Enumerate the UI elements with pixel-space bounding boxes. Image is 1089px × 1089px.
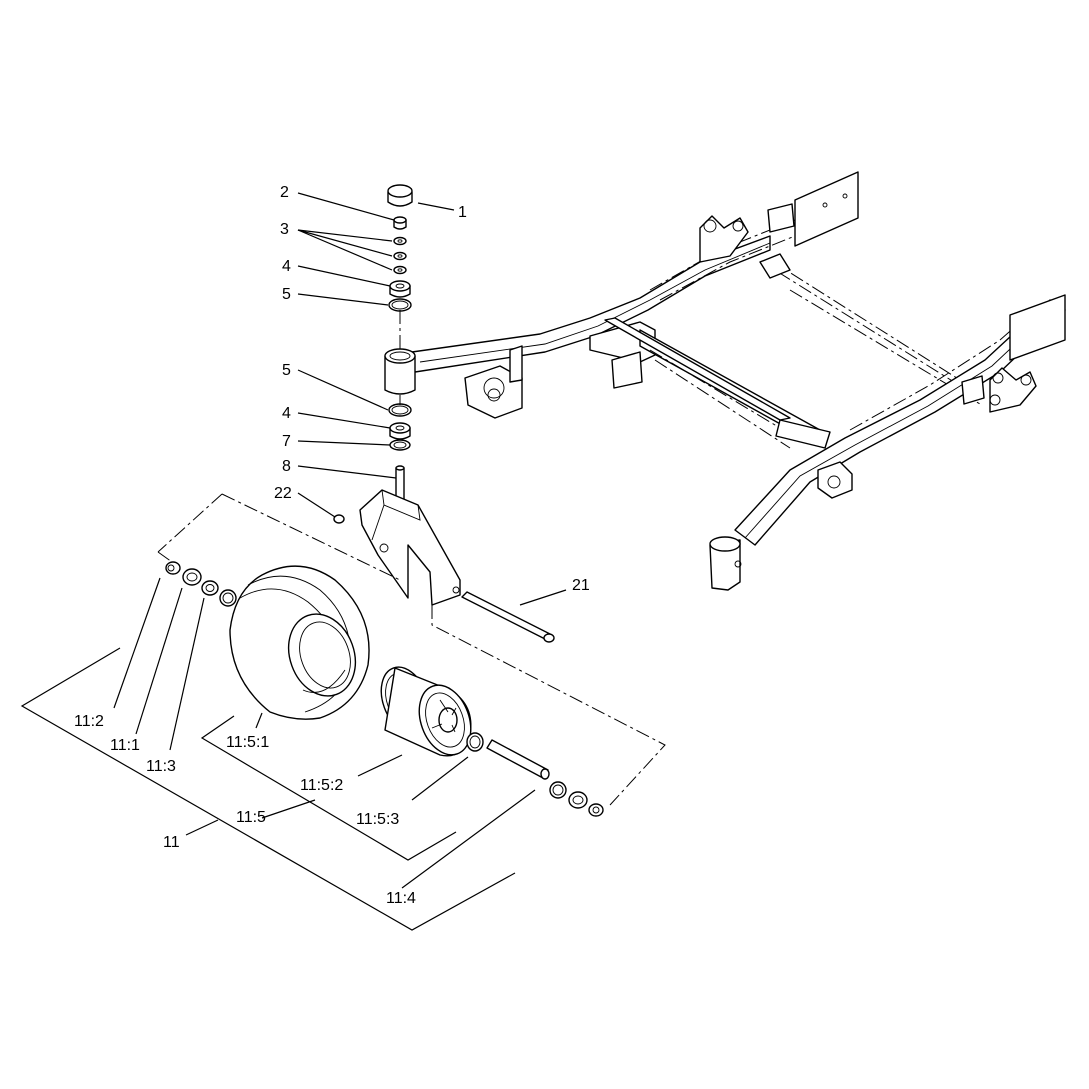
caster-stack [333, 184, 555, 643]
wheel-bearing-left [182, 568, 202, 586]
mower-frame [411, 171, 1066, 591]
wheel-seal-left [201, 580, 219, 596]
race-upper [388, 298, 412, 312]
assembly-centerlines [157, 310, 666, 806]
callout-11-3: 11:3 [146, 758, 176, 775]
caster-housing [384, 348, 416, 395]
race-lower [388, 403, 412, 417]
washers [393, 236, 407, 275]
seal [389, 439, 411, 451]
wheel-assembly [165, 561, 604, 817]
callout-7: 7 [282, 433, 291, 450]
callout-4-lower: 4 [282, 405, 291, 422]
leader-lines [20, 192, 567, 931]
callout-11-5: 11:5 [236, 809, 266, 826]
callout-11-5-1: 11:5:1 [226, 734, 269, 751]
wheel-rim [380, 666, 472, 757]
dust-cap [387, 184, 413, 207]
callout-1: 1 [458, 204, 467, 221]
tire [229, 565, 370, 720]
hub-bearing [466, 732, 484, 752]
callout-3: 3 [280, 221, 289, 238]
callout-5-lower: 5 [282, 362, 291, 379]
caster-fork [359, 465, 461, 606]
callout-11-5-2: 11:5:2 [300, 777, 343, 794]
callout-11-4: 11:4 [386, 890, 416, 907]
callout-8: 8 [282, 458, 291, 475]
seal-right [588, 803, 604, 817]
callout-labels: 1 2 3 4 5 5 4 7 8 22 21 11:2 11:1 11:3 1… [74, 184, 590, 907]
callout-2: 2 [280, 184, 289, 201]
callout-22: 22 [274, 485, 292, 502]
callout-4-upper: 4 [282, 258, 291, 275]
callout-21: 21 [572, 577, 590, 594]
bearing-upper [389, 280, 411, 298]
callout-5-upper: 5 [282, 286, 291, 303]
callout-11-5-3: 11:5:3 [356, 811, 399, 828]
callout-11: 11 [163, 834, 180, 851]
grease-fitting [333, 514, 345, 524]
bearing-cup-left [219, 589, 237, 607]
axle-spacer-tube [486, 739, 550, 780]
spacer-right [549, 781, 567, 799]
callout-11-1: 11:1 [110, 737, 140, 754]
axle-bolt [461, 591, 555, 643]
bearing-lower [389, 422, 411, 440]
wheel-bearing-right [568, 791, 588, 809]
callout-11-2: 11:2 [74, 713, 104, 730]
nut [393, 216, 407, 230]
spacer-left [165, 561, 181, 575]
